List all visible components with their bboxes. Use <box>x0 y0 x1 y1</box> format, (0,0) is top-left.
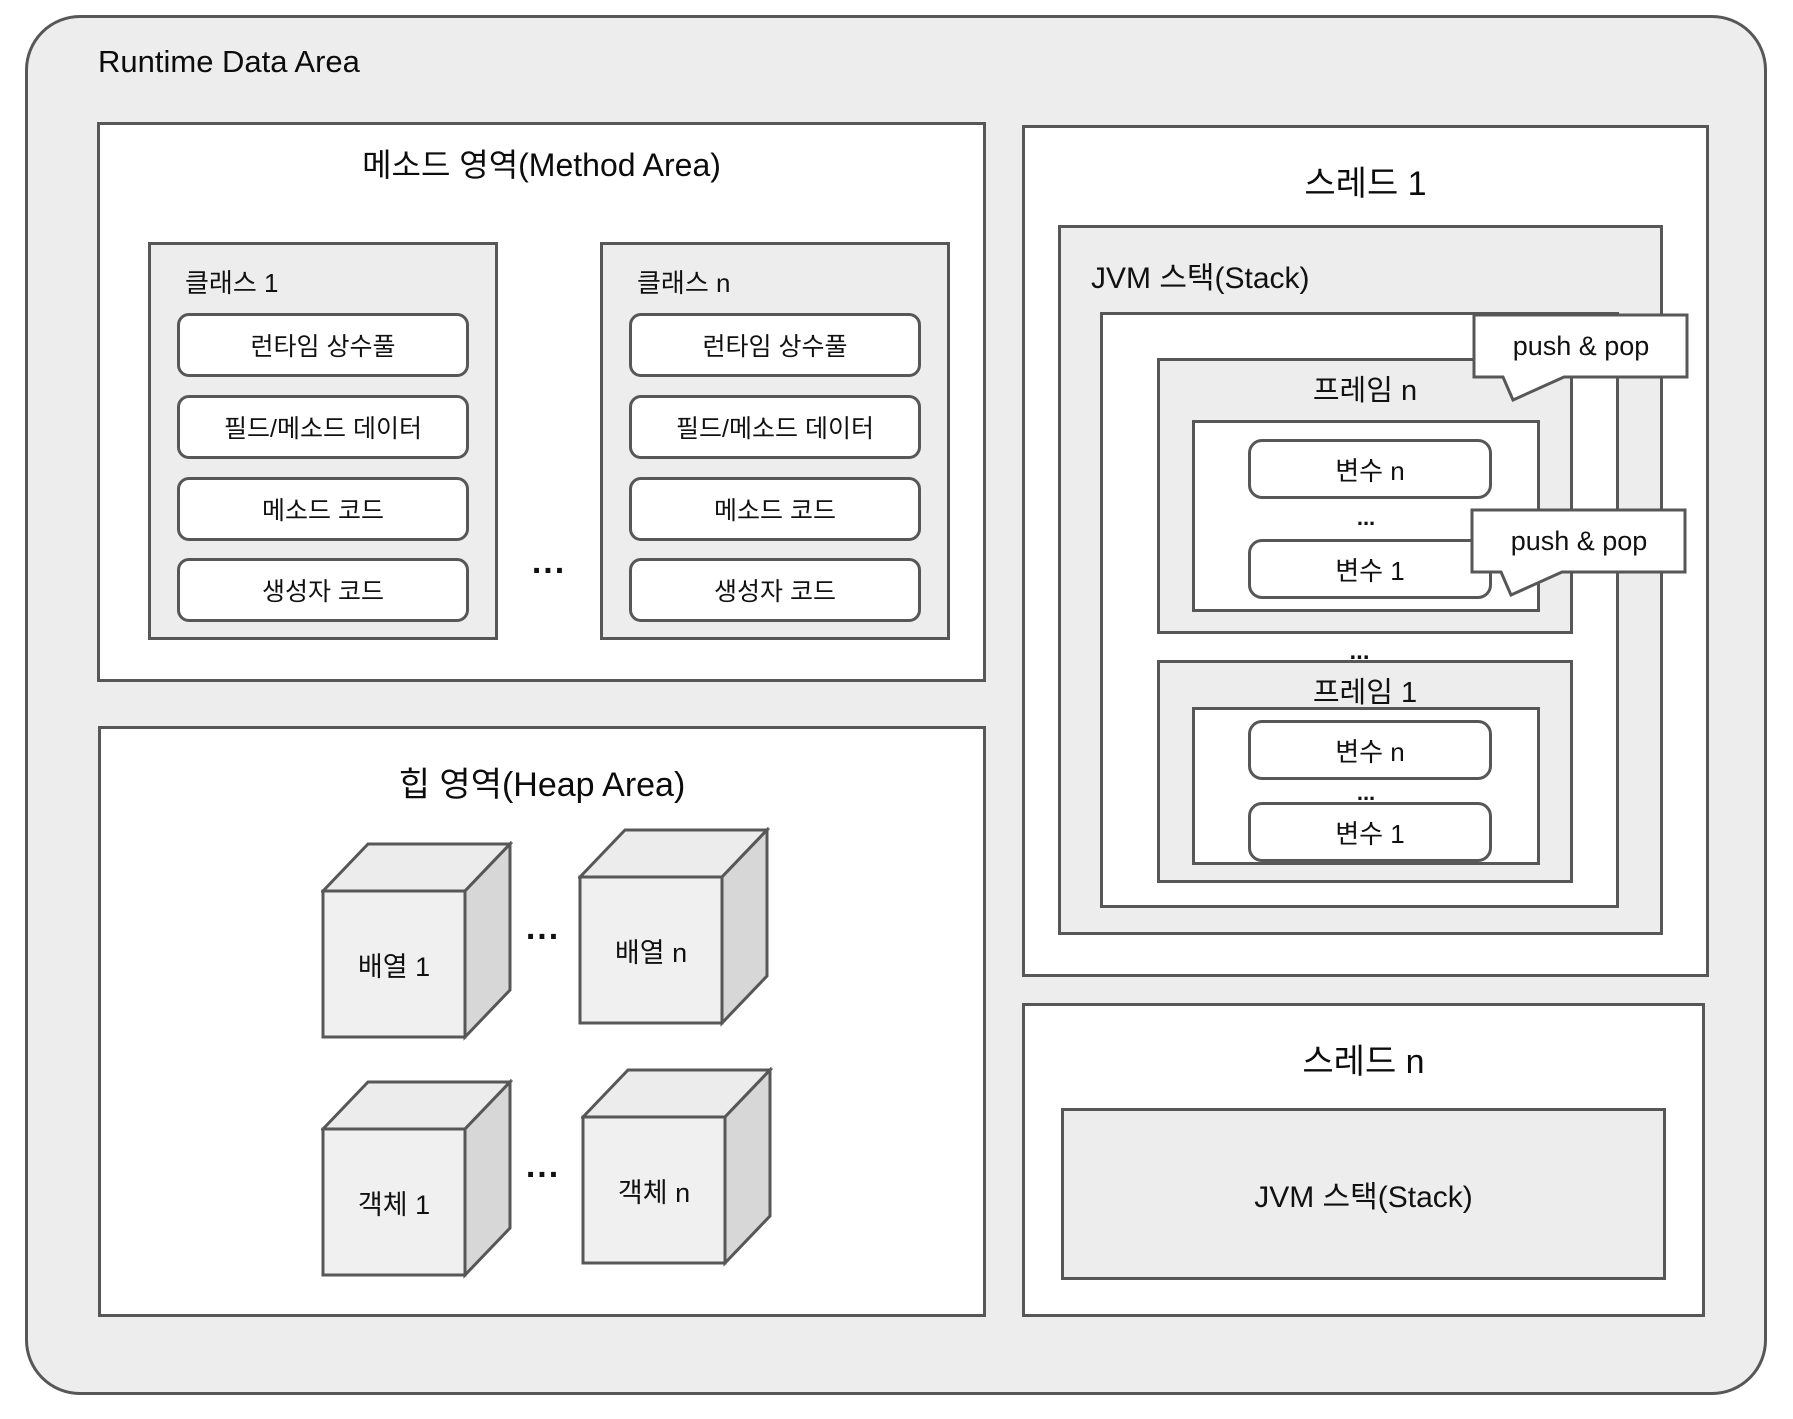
stack-frames-container: 프레임 n 변수 n ... 변수 1 ... 프레임 1 변수 n ... 변… <box>1100 312 1619 908</box>
array-n-cube: 배열 n <box>578 827 770 1027</box>
frame-1-variable-ellipsis: ... <box>1356 780 1376 805</box>
class-ellipsis: ... <box>531 543 567 581</box>
thread-n-title: 스레드 n <box>1302 1043 1425 1081</box>
array-1-cube: 배열 1 <box>321 841 513 1041</box>
class-n-box: 클래스 n 런타임 상수풀 필드/메소드 데이터 메소드 코드 생성자 코드 <box>600 242 950 640</box>
cube-shape <box>321 841 513 1041</box>
object-1-label: 객체 1 <box>357 1189 431 1220</box>
object-ellipsis: ... <box>525 1147 561 1185</box>
push-pop-label: push & pop <box>1510 525 1648 556</box>
thread-n-jvm-stack-box: JVM 스택(Stack) <box>1061 1108 1666 1280</box>
class-1-box: 클래스 1 런타임 상수풀 필드/메소드 데이터 메소드 코드 생성자 코드 <box>148 242 498 640</box>
runtime-data-area-title: Runtime Data Area <box>98 44 360 79</box>
frame-n-variable-n: 변수 n <box>1248 439 1492 499</box>
object-1-cube: 객체 1 <box>321 1079 513 1279</box>
cube-shape <box>578 827 770 1027</box>
push-pop-callout-top: push & pop <box>1472 313 1692 405</box>
push-pop-callout-bottom: push & pop <box>1470 508 1690 600</box>
array-1-label: 배열 1 <box>357 951 431 982</box>
frame-n-variable-1: 변수 1 <box>1248 539 1492 599</box>
frame-n-title: 프레임 n <box>1312 375 1418 407</box>
method-area-panel: 메소드 영역(Method Area) 클래스 1 런타임 상수풀 필드/메소드… <box>97 122 986 682</box>
array-n-label: 배열 n <box>614 937 688 968</box>
frame-1-variables-container: 변수 n ... 변수 1 <box>1192 707 1540 865</box>
class-n-runtime-constant-pool: 런타임 상수풀 <box>629 313 921 377</box>
heap-area-panel: 힙 영역(Heap Area) 배열 1 ... 배열 n 객체 1 ... <box>98 726 986 1317</box>
frame-n-variable-ellipsis: ... <box>1356 505 1376 530</box>
thread-1-panel: 스레드 1 JVM 스택(Stack) 프레임 n 변수 n ... 변수 1 … <box>1022 125 1709 977</box>
class-1-method-code: 메소드 코드 <box>177 477 469 541</box>
cube-shape <box>581 1067 773 1267</box>
jvm-stack-label: JVM 스택(Stack) <box>1091 262 1310 295</box>
speech-bubble-shape <box>1472 313 1689 402</box>
frame-1-title: 프레임 1 <box>1312 677 1418 709</box>
frame-1-variable-n: 변수 n <box>1248 720 1492 780</box>
class-1-runtime-constant-pool: 런타임 상수풀 <box>177 313 469 377</box>
frame-ellipsis: ... <box>1349 638 1370 665</box>
class-n-method-code: 메소드 코드 <box>629 477 921 541</box>
class-1-constructor-code: 생성자 코드 <box>177 558 469 622</box>
jvm-stack-box: JVM 스택(Stack) 프레임 n 변수 n ... 변수 1 ... 프레… <box>1058 225 1663 935</box>
class-n-constructor-code: 생성자 코드 <box>629 558 921 622</box>
class-n-label: 클래스 n <box>637 268 731 298</box>
thread-1-title: 스레드 1 <box>1304 165 1427 203</box>
frame-1-variable-1: 변수 1 <box>1248 802 1492 862</box>
class-n-field-method-data: 필드/메소드 데이터 <box>629 395 921 459</box>
push-pop-label: push & pop <box>1512 330 1650 361</box>
thread-n-panel: 스레드 n JVM 스택(Stack) <box>1022 1003 1705 1317</box>
class-1-field-method-data: 필드/메소드 데이터 <box>177 395 469 459</box>
speech-bubble-shape <box>1470 508 1687 597</box>
method-area-title: 메소드 영역(Method Area) <box>362 147 721 183</box>
class-1-label: 클래스 1 <box>185 268 279 298</box>
object-n-cube: 객체 n <box>581 1067 773 1267</box>
cube-shape <box>321 1079 513 1279</box>
array-ellipsis: ... <box>525 909 561 947</box>
frame-n-box: 프레임 n 변수 n ... 변수 1 <box>1157 358 1573 634</box>
heap-area-title: 힙 영역(Heap Area) <box>398 766 686 804</box>
object-n-label: 객체 n <box>617 1177 691 1208</box>
frame-1-box: 프레임 1 변수 n ... 변수 1 <box>1157 660 1573 883</box>
